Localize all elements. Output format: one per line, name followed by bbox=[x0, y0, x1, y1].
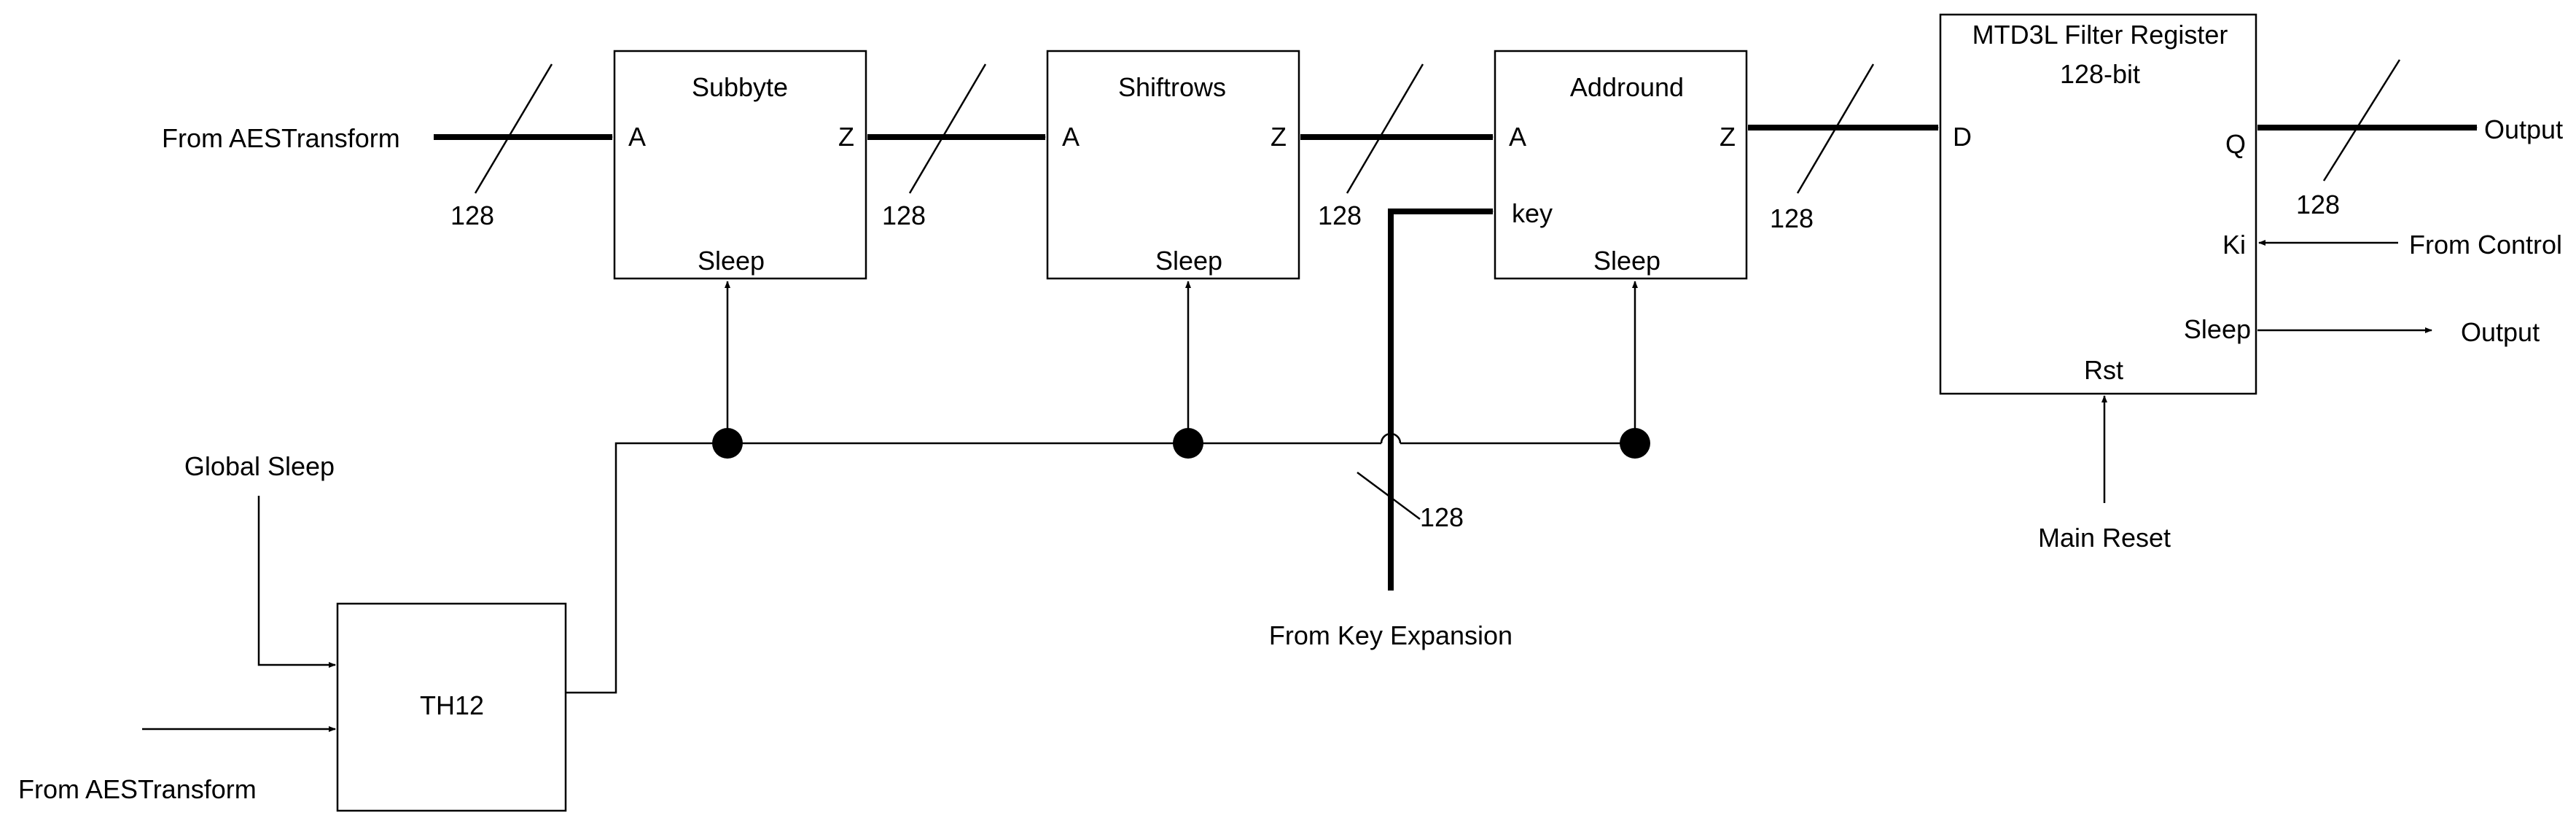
register-pin-q: Q bbox=[2225, 129, 2246, 159]
data-bus-input: 128 bbox=[434, 63, 613, 230]
from-aestransform-bottom-label: From AESTransform bbox=[18, 774, 257, 804]
shiftrows-title: Shiftrows bbox=[1118, 72, 1226, 102]
from-control-wire: From Control bbox=[2258, 230, 2562, 260]
main-reset-wire: Main Reset bbox=[2038, 395, 2171, 553]
main-reset-label: Main Reset bbox=[2038, 523, 2171, 553]
shiftrows-pin-a: A bbox=[1062, 122, 1080, 152]
data-bus-subbyte-shiftrows: 128 bbox=[867, 63, 1046, 230]
sleep-network bbox=[566, 281, 1650, 694]
junction-dot bbox=[712, 428, 743, 459]
global-sleep-wire: Global Sleep bbox=[184, 451, 336, 668]
output-q-label: Output bbox=[2484, 114, 2563, 144]
bus-width-subbyte-shiftrows: 128 bbox=[882, 200, 926, 230]
addround-pin-z: Z bbox=[1720, 122, 1736, 152]
bus-width-input: 128 bbox=[450, 200, 494, 230]
from-key-expansion-label: From Key Expansion bbox=[1269, 620, 1513, 650]
aestransform-th12-wire: From AESTransform bbox=[18, 726, 336, 804]
key-bus: 128 From Key Expansion bbox=[1269, 209, 1513, 650]
register-title-line2: 128-bit bbox=[2060, 59, 2140, 89]
global-sleep-label: Global Sleep bbox=[184, 451, 335, 481]
data-bus-register-output: 128 Output bbox=[2257, 59, 2563, 219]
subbyte-title: Subbyte bbox=[692, 72, 788, 102]
data-bus-addround-register: 128 bbox=[1748, 63, 1939, 233]
output-sleep-label: Output bbox=[2461, 317, 2540, 347]
shiftrows-block: Shiftrows A Z Sleep bbox=[1046, 50, 1300, 280]
subbyte-pin-z: Z bbox=[838, 122, 854, 152]
bus-width-addround-register: 128 bbox=[1770, 203, 1814, 233]
addround-pin-key: key bbox=[1512, 198, 1553, 228]
addround-title: Addround bbox=[1570, 72, 1684, 102]
register-pin-d: D bbox=[1953, 122, 1972, 152]
sleep-output-wire: Output bbox=[2257, 317, 2540, 347]
register-block: MTD3L Filter Register 128-bit D Q Ki Sle… bbox=[1939, 13, 2257, 395]
addround-pin-sleep: Sleep bbox=[1593, 246, 1660, 276]
junction-dot bbox=[1173, 428, 1203, 459]
shiftrows-pin-sleep: Sleep bbox=[1155, 246, 1222, 276]
addround-block: Addround A key Z Sleep bbox=[1494, 50, 1748, 280]
register-pin-rst: Rst bbox=[2084, 355, 2123, 385]
subbyte-pin-a: A bbox=[628, 122, 646, 152]
register-pin-ki: Ki bbox=[2222, 230, 2246, 260]
register-title-line1: MTD3L Filter Register bbox=[1972, 20, 2228, 50]
bus-width-key: 128 bbox=[1420, 502, 1464, 532]
data-bus-shiftrows-addround: 128 bbox=[1300, 63, 1494, 230]
junction-dot bbox=[1620, 428, 1650, 459]
bus-width-shiftrows-addround: 128 bbox=[1318, 200, 1362, 230]
subbyte-block: Subbyte A Z Sleep bbox=[613, 50, 867, 280]
addround-pin-a: A bbox=[1509, 122, 1526, 152]
from-control-label: From Control bbox=[2409, 230, 2562, 260]
bus-width-register-output: 128 bbox=[2296, 190, 2340, 219]
from-aestransform-top-label: From AESTransform bbox=[162, 123, 400, 153]
th12-block: TH12 bbox=[336, 602, 567, 812]
th12-title: TH12 bbox=[420, 690, 484, 720]
subbyte-pin-sleep: Sleep bbox=[698, 246, 765, 276]
register-pin-sleep: Sleep bbox=[2184, 314, 2251, 344]
shiftrows-pin-z: Z bbox=[1271, 122, 1287, 152]
